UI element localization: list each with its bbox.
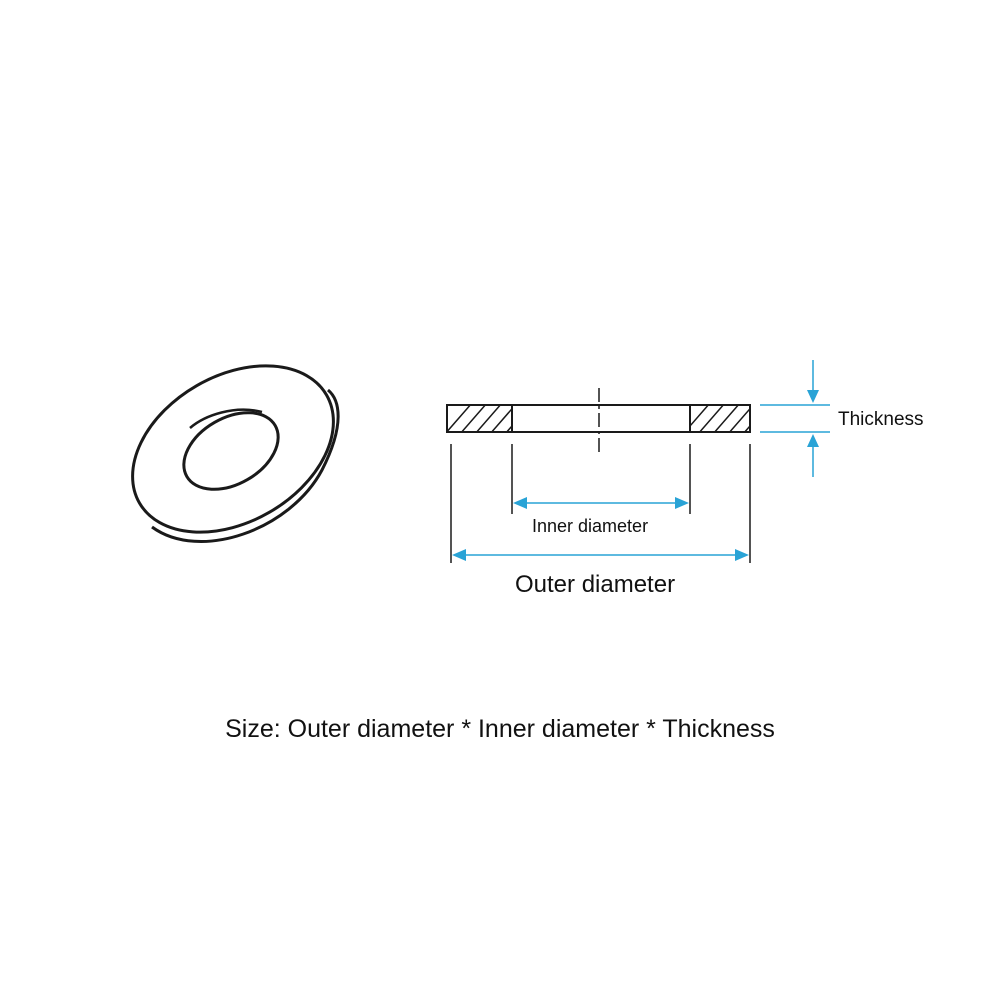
inner-diameter-arrow-left (513, 497, 527, 509)
thickness-arrow-bottom-head (807, 434, 819, 447)
extension-lines (450, 444, 751, 563)
inner-diameter-arrow-right (675, 497, 689, 509)
washer-edge (151, 388, 340, 543)
thickness-dimension: Thickness (760, 360, 924, 477)
washer-hole-depth (189, 408, 263, 429)
inner-diameter-label: Inner diameter (532, 516, 648, 536)
hatch-left (447, 405, 512, 432)
washer-outer-face (131, 364, 335, 534)
outer-diameter-arrow-left (452, 549, 466, 561)
size-caption: Size: Outer diameter * Inner diameter * … (225, 715, 775, 743)
thickness-arrow-top-head (807, 390, 819, 403)
outer-diameter-arrow-right (735, 549, 749, 561)
washer-inner-hole (182, 411, 280, 491)
outer-diameter-label: Outer diameter (515, 571, 675, 598)
thickness-label: Thickness (838, 409, 924, 430)
washer-cross-section (446, 388, 751, 452)
inner-diameter-dimension: Inner diameter (513, 497, 689, 536)
washer-3d-view (131, 364, 340, 543)
outer-diameter-dimension: Outer diameter (452, 549, 749, 598)
hatch-right (690, 405, 750, 432)
